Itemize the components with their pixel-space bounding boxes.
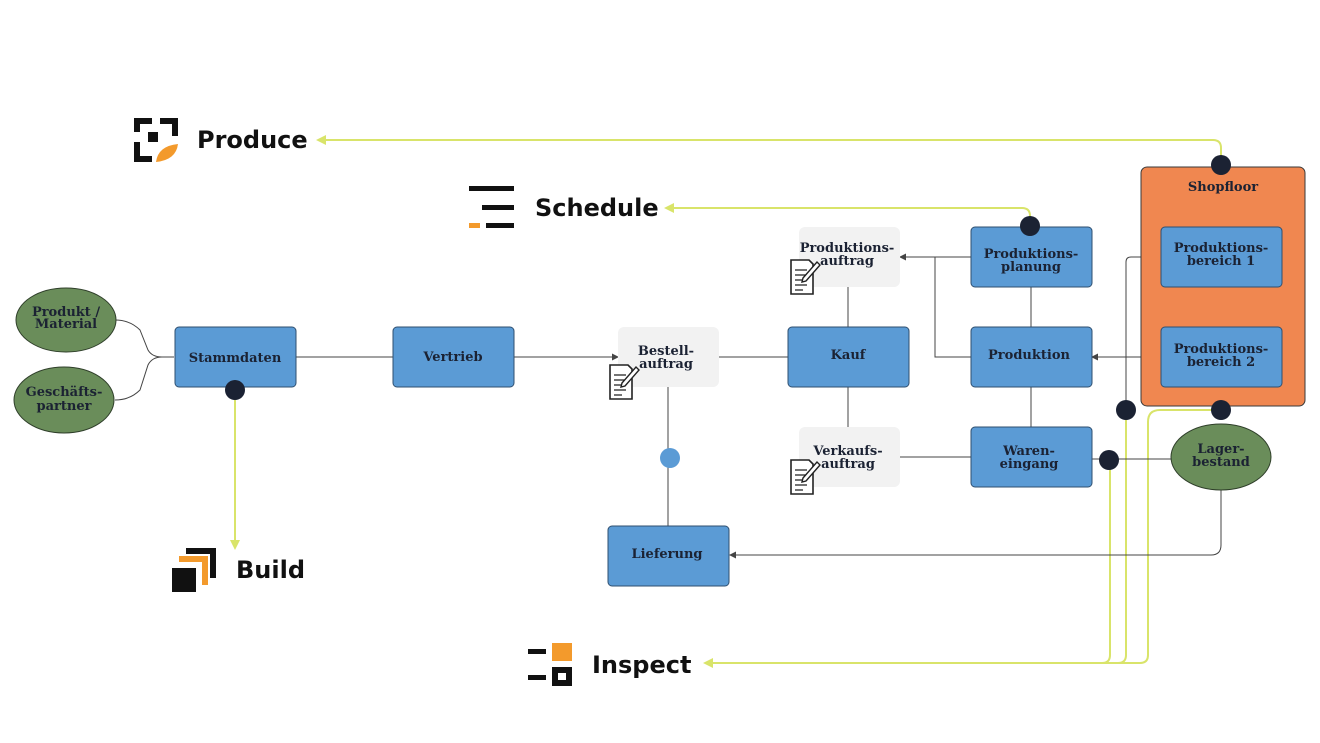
node-produktionsplanung-line1: Produktions-	[984, 247, 1079, 262]
node-stammdaten[interactable]: Stammdaten	[174, 326, 297, 388]
doc-produktionsauftrag-shape	[799, 227, 900, 287]
node-produktionsbereich-1-shape	[1160, 226, 1283, 288]
node-produktionsbereich-2[interactable]: Produktions- bereich 2	[1160, 326, 1283, 388]
node-geschaeftspartner[interactable]: Geschäfts- partner	[13, 366, 115, 434]
brand-inspect[interactable]: Inspect	[528, 643, 691, 686]
node-geschaeftspartner-line1: Geschäfts-	[26, 385, 103, 400]
document-icon	[609, 364, 640, 400]
integration-lines	[230, 135, 1222, 668]
brand-build[interactable]: Build	[172, 548, 305, 592]
node-produktionsbereich-1-line2: bereich 1	[1187, 254, 1255, 269]
doc-bestellauftrag-line2: auftrag	[639, 357, 693, 372]
line-bereich2-to-inspect	[1102, 410, 1127, 664]
brand-build-label: Build	[236, 556, 305, 584]
document-icon	[790, 459, 821, 495]
connector-dot-wareneingang[interactable]	[1099, 450, 1119, 470]
brand-inspect-label: Inspect	[592, 651, 691, 679]
brand-produce-label: Produce	[197, 126, 308, 154]
line-planning-to-schedule	[664, 203, 1031, 225]
node-lagerbestand-shape	[1170, 423, 1272, 491]
document-icon	[790, 259, 821, 295]
connector-dot-stammdaten[interactable]	[225, 380, 245, 400]
connector-dot-shopfloor-bottom[interactable]	[1211, 400, 1231, 420]
node-stammdaten-label: Stammdaten	[189, 351, 282, 366]
conn-planung-produktion-side	[934, 257, 971, 358]
connector-dot-bereich[interactable]	[1116, 400, 1136, 420]
node-produktion[interactable]: Produktion	[970, 326, 1093, 388]
doc-verkaufsauftrag-shape	[799, 427, 900, 487]
produce-logo-icon	[134, 118, 178, 162]
connector-dots	[225, 155, 1231, 470]
node-lagerbestand-line2: bestand	[1192, 455, 1250, 470]
doc-produktionsauftrag-line1: Produktions-	[800, 241, 895, 256]
connector-dot-lieferung[interactable]	[660, 448, 680, 468]
conn-partner-stammdaten	[114, 356, 163, 401]
brand-schedule-label: Schedule	[535, 194, 659, 222]
doc-bestellauftrag-shape	[618, 327, 719, 387]
node-lieferung-shape	[607, 525, 730, 587]
node-wareneingang[interactable]: Waren- eingang	[970, 426, 1093, 488]
doc-verkaufsauftrag-line2: auftrag	[821, 457, 875, 472]
doc-produktionsauftrag[interactable]: Produktions- auftrag	[790, 227, 900, 295]
shopfloor-title: Shopfloor	[1188, 180, 1258, 195]
schedule-logo-icon	[469, 186, 514, 228]
process-connectors	[114, 253, 1222, 559]
node-produktionsplanung-line2: planung	[1001, 260, 1061, 275]
inspect-logo-icon	[528, 643, 572, 686]
node-vertrieb-label: Vertrieb	[422, 350, 482, 365]
node-produktion-label: Produktion	[988, 348, 1070, 363]
node-produktion-shape	[970, 326, 1093, 388]
node-produktionsbereich-2-shape	[1160, 326, 1283, 388]
node-produkt-material-shape	[15, 287, 117, 353]
node-produktionsbereich-2-line2: bereich 2	[1187, 355, 1255, 370]
node-produkt-material-line1: Produkt /	[32, 305, 100, 320]
line-shopfloor-to-inspect	[1118, 409, 1221, 664]
node-produkt-material-line2: Material	[35, 317, 97, 332]
node-geschaeftspartner-line2: partner	[37, 399, 92, 414]
line-shopfloor-to-produce	[316, 135, 1222, 165]
connector-dot-shopfloor-top[interactable]	[1211, 155, 1231, 175]
line-wareneingang-to-inspect	[703, 460, 1111, 668]
node-produktionsplanung[interactable]: Produktions- planung	[970, 226, 1093, 288]
conn-wareneingang-bereich1	[1125, 253, 1161, 410]
node-kauf[interactable]: Kauf	[787, 326, 910, 388]
node-lagerbestand[interactable]: Lager- bestand	[1170, 423, 1272, 491]
doc-produktionsauftrag-line2: auftrag	[820, 254, 874, 269]
brand-schedule[interactable]: Schedule	[469, 186, 659, 228]
build-logo-icon	[172, 548, 216, 592]
node-vertrieb-shape	[392, 326, 515, 388]
node-produktionsbereich-2-line1: Produktions-	[1174, 342, 1269, 357]
node-produktionsbereich-1-line1: Produktions-	[1174, 241, 1269, 256]
node-vertrieb[interactable]: Vertrieb	[392, 326, 515, 388]
brand-produce[interactable]: Produce	[134, 118, 308, 162]
conn-lager-lieferung	[729, 490, 1222, 559]
node-produktionsbereich-1[interactable]: Produktions- bereich 1	[1160, 226, 1283, 288]
node-lagerbestand-line1: Lager-	[1197, 442, 1244, 457]
doc-bestellauftrag[interactable]: Bestell- auftrag	[609, 327, 719, 400]
doc-bestellauftrag-line1: Bestell-	[638, 344, 694, 359]
node-kauf-label: Kauf	[831, 348, 867, 363]
connector-dot-planung[interactable]	[1020, 216, 1040, 236]
node-wareneingang-shape	[970, 426, 1093, 488]
node-produkt-material[interactable]: Produkt / Material	[15, 287, 117, 353]
node-lieferung-label: Lieferung	[631, 547, 702, 562]
node-geschaeftspartner-shape	[13, 366, 115, 434]
doc-verkaufsauftrag[interactable]: Verkaufs- auftrag	[790, 427, 900, 495]
doc-verkaufsauftrag-line1: Verkaufs-	[812, 444, 882, 459]
conn-produkt-stammdaten	[114, 319, 174, 358]
node-lieferung[interactable]: Lieferung	[607, 525, 730, 587]
node-wareneingang-line2: eingang	[1000, 457, 1059, 472]
node-kauf-shape	[787, 326, 910, 388]
node-wareneingang-line1: Waren-	[1002, 444, 1055, 459]
